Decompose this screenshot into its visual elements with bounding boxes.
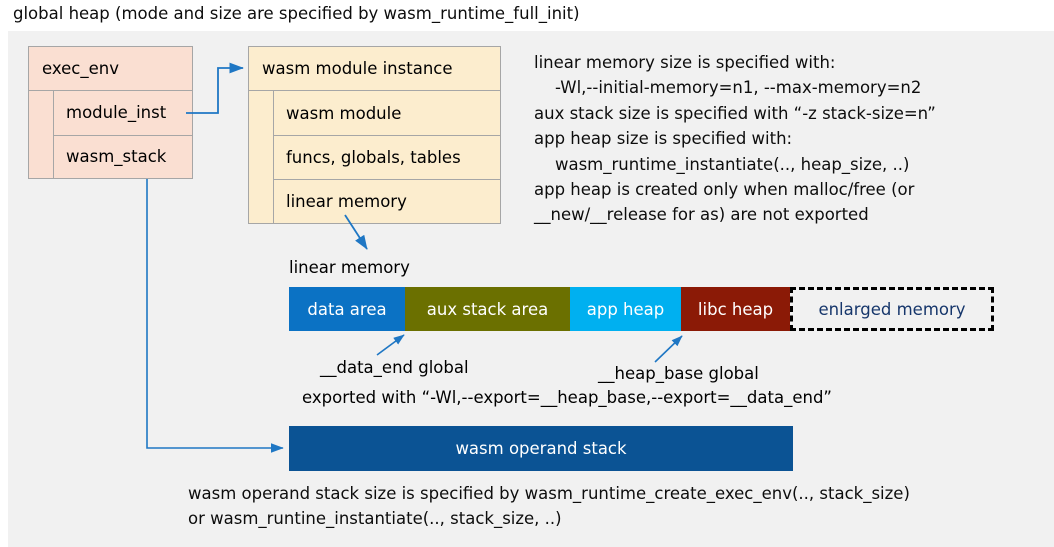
annotation-data-end: __data_end global: [320, 358, 469, 377]
exec-env-box[interactable]: exec_env module_inst wasm_stack: [28, 46, 193, 179]
exec-env-header: exec_env: [29, 47, 192, 91]
wasm-module-instance-body: wasm module funcs, globals, tables linea…: [249, 91, 500, 223]
linear-memory-label: linear memory: [289, 258, 410, 277]
exec-env-gutter: [29, 91, 54, 178]
memory-segment-aux-stack-area[interactable]: aux stack area: [405, 287, 570, 331]
memory-segment-data-area[interactable]: data area: [289, 287, 405, 331]
exec-env-field-module-inst[interactable]: module_inst: [66, 103, 167, 123]
wasm-operand-stack-box[interactable]: wasm operand stack: [289, 426, 793, 471]
wasm-module-instance-gutter: [249, 91, 274, 223]
annotation-exported-with: exported with “-Wl,--export=__heap_base,…: [302, 388, 832, 407]
wmi-field-wasm-module[interactable]: wasm module: [286, 103, 402, 123]
memory-segment-app-heap[interactable]: app heap: [570, 287, 681, 331]
wasm-module-instance-header: wasm module instance: [249, 47, 500, 91]
wasm-module-instance-box[interactable]: wasm module instance wasm module funcs, …: [248, 46, 501, 224]
memory-segment-enlarged-memory[interactable]: enlarged memory: [790, 287, 994, 331]
annotation-heap-base: __heap_base global: [598, 364, 759, 383]
operand-stack-note: wasm operand stack size is specified by …: [188, 484, 910, 529]
memory-config-description: linear memory size is specified with: -W…: [534, 53, 936, 225]
wmi-field-funcs-globals-tables[interactable]: funcs, globals, tables: [274, 135, 500, 179]
wmi-field-linear-memory[interactable]: linear memory: [274, 179, 500, 223]
exec-env-body: module_inst wasm_stack: [29, 91, 192, 178]
memory-segment-libc-heap[interactable]: libc heap: [681, 287, 790, 331]
diagram-title: global heap (mode and size are specified…: [13, 4, 580, 23]
exec-env-rows: module_inst wasm_stack: [54, 91, 192, 178]
exec-env-field-wasm-stack[interactable]: wasm_stack: [54, 134, 192, 179]
wasm-module-instance-rows: wasm module funcs, globals, tables linea…: [274, 91, 500, 223]
